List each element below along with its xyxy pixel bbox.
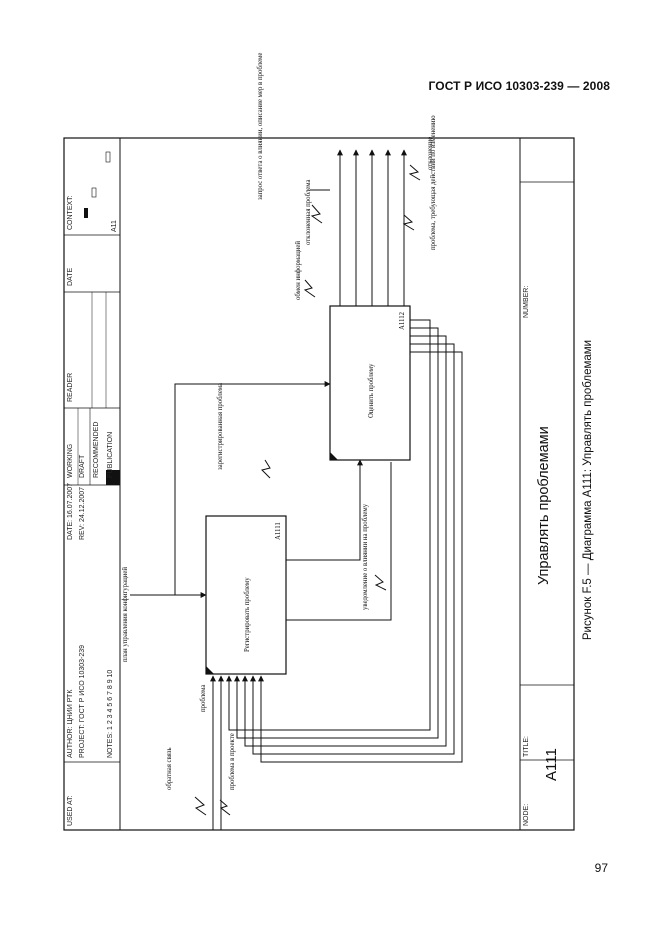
context-label: CONTEXT:	[67, 195, 74, 230]
project-label: PROJECT: ГОСТ Р ИСО 10303-239	[79, 645, 86, 758]
box-a1112-number: A1112	[399, 311, 406, 330]
status-draft: DRAFT	[79, 454, 86, 478]
figure-caption: Рисунок F.5 — Диаграмма A111: Управлять …	[582, 339, 594, 641]
document-header: ГОСТ Р ИСО 10303-239 — 2008	[428, 79, 610, 93]
label-notice: уведомление о влиянии на проблему	[362, 503, 369, 610]
diagram-title: Управлять проблемами	[536, 426, 552, 585]
arrow-labels: обратная связь проблема в проекте пробле…	[122, 53, 437, 790]
box-a1112-name: Оценить проблему	[368, 363, 375, 418]
activity-box-a1112[interactable]: Оценить проблему A1112	[329, 305, 411, 461]
status-working: WORKING	[67, 444, 74, 478]
node-value: A111	[543, 748, 560, 781]
label-answer: запрос ответа о влиянии, описание мер в …	[257, 53, 264, 200]
used-at-label: USED AT:	[67, 795, 74, 826]
context-node: A11	[111, 220, 118, 232]
arrows	[130, 149, 463, 830]
frame-title-strip	[519, 138, 574, 830]
arrow-config-plan	[130, 381, 331, 596]
reader-label: READER	[67, 373, 74, 402]
sheet-border	[63, 137, 575, 831]
title-label: TITLE:	[523, 736, 530, 757]
label-info-request: обмен информацией	[295, 241, 302, 300]
node-label: NODE:	[523, 804, 530, 826]
arrow-registered-problem	[286, 459, 363, 561]
status-publication: PUBLICATION	[107, 432, 114, 478]
frame-texts: USED AT: AUTHOR: ЦНИИ РТК PROJECT: ГОСТ …	[67, 195, 560, 826]
rev-label: REV: 24.12.2007	[79, 487, 86, 540]
activity-box-a1111[interactable]: Регистрировать проблему A1111	[205, 515, 287, 675]
date-label: DATE: 16.07.2007	[67, 483, 74, 540]
box-a1111-number: A1111	[275, 522, 282, 540]
author-label: AUTHOR: ЦНИИ РТК	[67, 689, 74, 758]
notes-label: NOTES: 1 2 3 4 5 6 7 8 9 10	[107, 670, 114, 758]
label-problem-in-project: проблема в проекте	[229, 733, 236, 790]
date2-label: DATE	[67, 268, 74, 286]
label-solution: проблема, требующая действий по изменени…	[430, 115, 437, 250]
frame-header-strip	[64, 138, 121, 830]
label-decision: отклонение	[427, 137, 434, 170]
label-feedback: обратная связь	[166, 747, 173, 790]
label-registered: зарегистрированная проблема	[217, 383, 224, 470]
number-label: NUMBER:	[523, 286, 530, 318]
arrow-notice	[286, 462, 392, 621]
box-a1111-name: Регистрировать проблему	[244, 577, 251, 652]
status-recommended: RECOMMENDED	[93, 422, 100, 478]
label-rejected: отклоненная проблема	[305, 179, 312, 245]
label-config-plan: план управления конфигурацией	[122, 567, 129, 662]
label-problem: проблема	[200, 685, 207, 712]
squiggle-feedback	[194, 796, 207, 816]
page-number: 97	[594, 861, 608, 875]
